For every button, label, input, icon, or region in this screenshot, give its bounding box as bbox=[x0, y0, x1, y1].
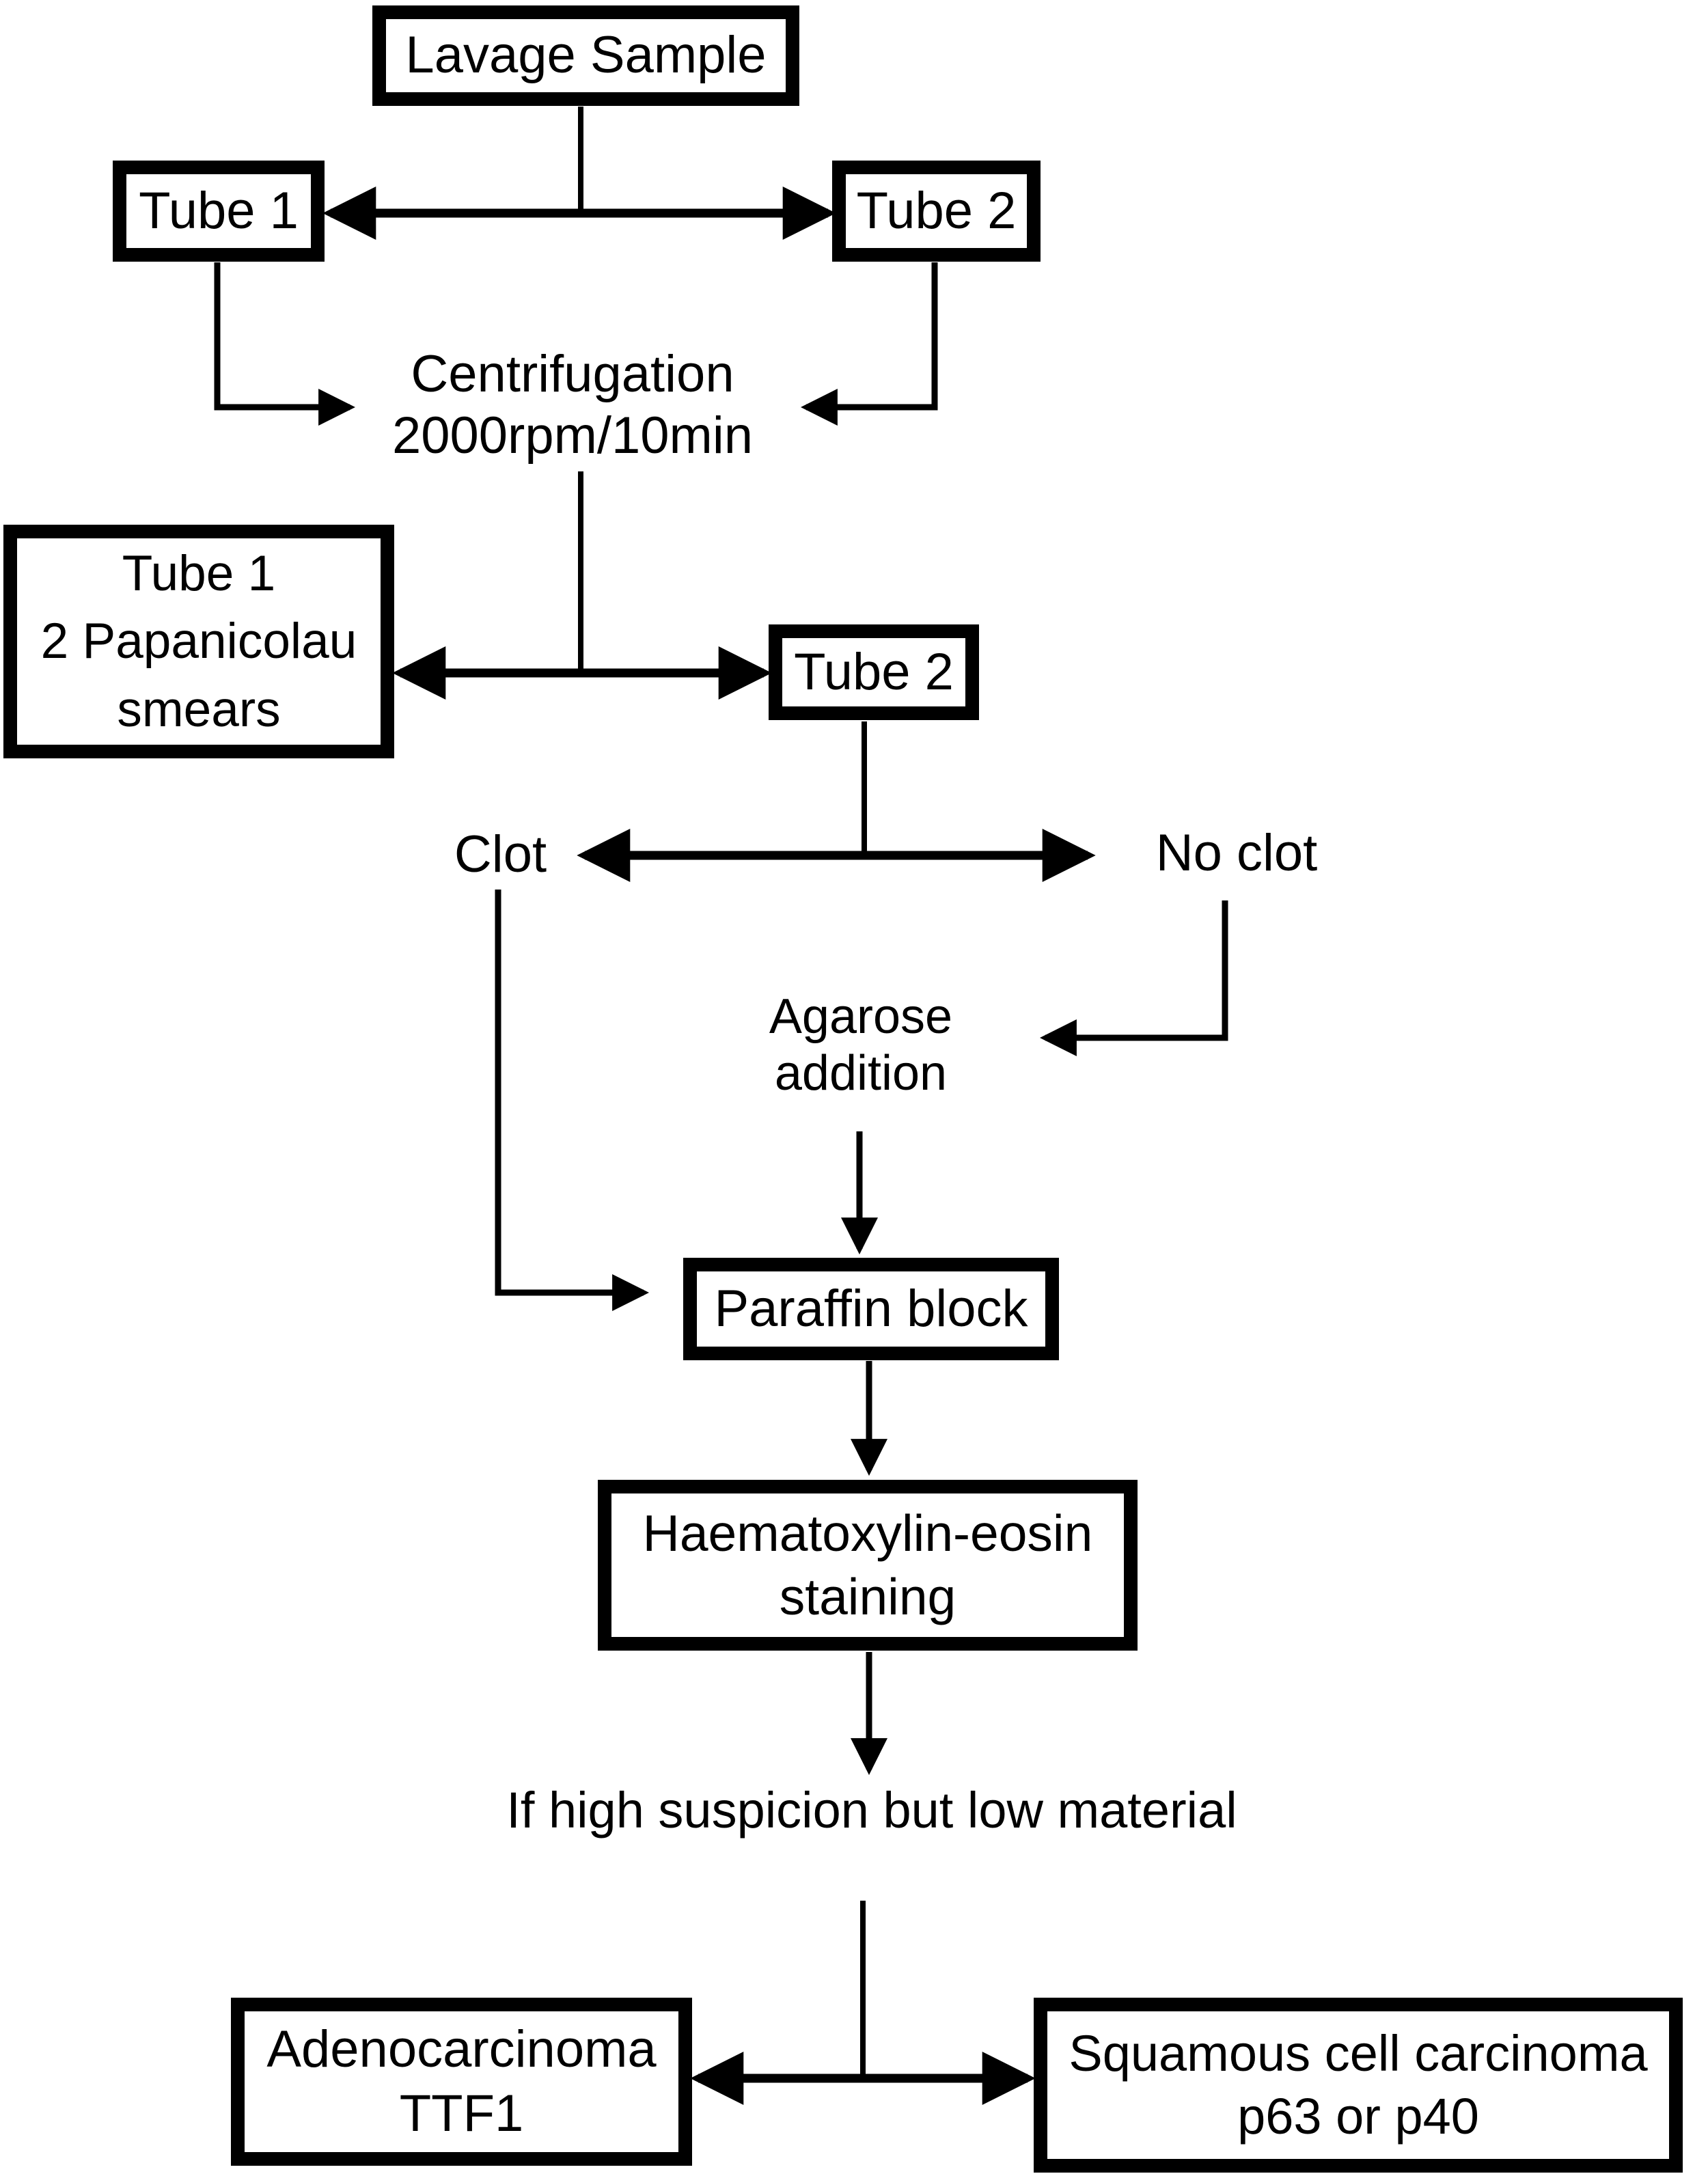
node-squamous-cell-carcinoma: Squamous cell carcinoma p63 or p40 bbox=[1034, 1998, 1683, 2173]
arrow-clot-to-paraffin bbox=[495, 890, 650, 1311]
node-paraffin-block: Paraffin block bbox=[683, 1258, 1059, 1360]
node-adenocarcinoma-ttf1: Adenocarcinoma TTF1 bbox=[231, 1998, 692, 2166]
node-haematoxylin-eosin-staining: Haematoxylin-eosin staining bbox=[598, 1480, 1138, 1651]
arrow-tube1-to-centrifugation bbox=[214, 262, 356, 426]
label-agarose-addition: Agarose addition bbox=[769, 989, 953, 1101]
label-clot: Clot bbox=[454, 825, 547, 883]
node-tube1-papanicolau-smears: Tube 1 2 Papanicolau smears bbox=[3, 525, 394, 758]
node-tube-2: Tube 2 bbox=[832, 161, 1041, 262]
label-no-clot: No clot bbox=[1155, 824, 1318, 882]
node-lavage-sample: Lavage Sample bbox=[372, 5, 799, 106]
label-centrifugation: Centrifugation 2000rpm/10min bbox=[391, 345, 754, 465]
arrow-tube2-to-centrifugation bbox=[800, 262, 938, 426]
node-tube-1: Tube 1 bbox=[113, 161, 325, 262]
arrow-noclot-to-agarose bbox=[1039, 900, 1228, 1056]
label-high-suspicion-low-material: If high suspicion but low material bbox=[506, 1782, 1237, 1838]
node-tube-2-after-centrifugation: Tube 2 bbox=[769, 624, 979, 720]
